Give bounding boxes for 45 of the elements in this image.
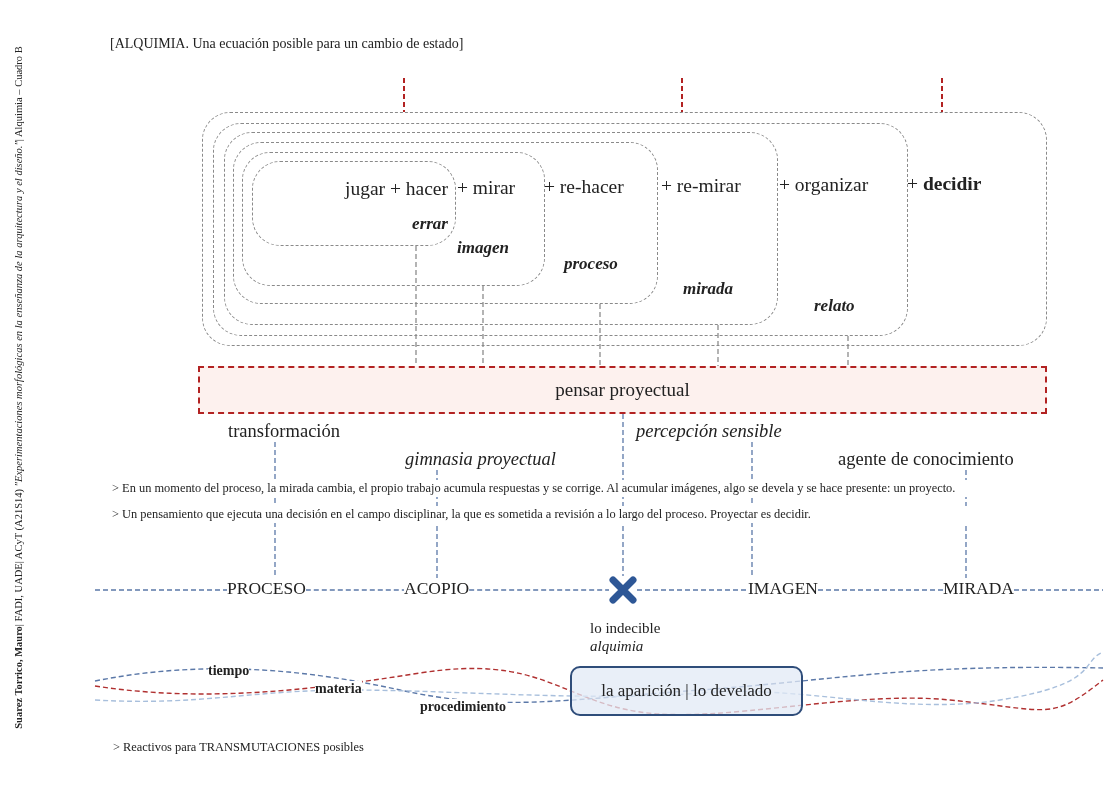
connector-line xyxy=(468,589,610,591)
nested-rounded-box xyxy=(202,112,1047,346)
nested-rounded-box xyxy=(233,142,658,304)
result-box: la aparición | lo develado xyxy=(570,666,803,716)
equation-term: jugar + hacer xyxy=(343,178,448,200)
diagram-title: [ALQUIMIA. Una ecuación posible para un cambio de estado] xyxy=(110,36,464,52)
connector-line xyxy=(965,469,967,579)
equation-term: + re-mirar xyxy=(661,175,742,197)
equation-term: + mirar xyxy=(457,177,517,199)
term-label: relato xyxy=(814,296,856,316)
equation-term: + re-hacer xyxy=(544,176,625,198)
side-credit-text: Suarez Torrico, Mauro| FADI, UADE| ACyT (A21S14) "Experimentaciones morfológicas en la enseñanza de la arquitectura y el diseño."| Alquimia – Cuadro B xyxy=(12,45,24,731)
connector-line xyxy=(403,77,405,113)
term-label: errar xyxy=(411,214,448,234)
side-note: alquimia xyxy=(590,638,644,655)
nested-rounded-box xyxy=(242,152,545,286)
connector-line xyxy=(305,589,405,591)
connector-line xyxy=(941,77,943,113)
thread-label: tiempo xyxy=(208,663,250,679)
concept-label: percepción sensible xyxy=(636,421,782,442)
equation-term: + organizar xyxy=(779,174,870,196)
connector-line xyxy=(599,303,601,367)
concept-label: transformación xyxy=(228,421,340,442)
concept-band: pensar proyectual xyxy=(198,366,1047,414)
connector-line xyxy=(847,335,849,367)
thread-label: procedimiento xyxy=(420,699,507,715)
term-label: proceso xyxy=(564,254,619,274)
nested-rounded-box xyxy=(213,123,908,336)
connector-line xyxy=(436,469,438,579)
note-text: > Reactivos para TRANSMUTACIONES posibles xyxy=(113,740,364,755)
concept-label: gimnasia proyectual xyxy=(405,449,556,470)
connector-line xyxy=(717,324,719,367)
connector-line xyxy=(636,589,749,591)
connector-line xyxy=(94,589,228,591)
term-label: imagen xyxy=(457,238,510,258)
term-label: mirada xyxy=(683,279,735,299)
side-note: lo indecible xyxy=(590,620,661,637)
concept-label: agente de conocimiento xyxy=(838,449,1014,470)
nested-rounded-box xyxy=(224,132,778,325)
connector-line xyxy=(681,77,683,113)
connector-line xyxy=(1013,589,1104,591)
connector-line xyxy=(622,413,624,577)
connector-line xyxy=(817,589,944,591)
equation-term: + decidir xyxy=(907,173,983,195)
nested-rounded-box xyxy=(252,161,456,246)
